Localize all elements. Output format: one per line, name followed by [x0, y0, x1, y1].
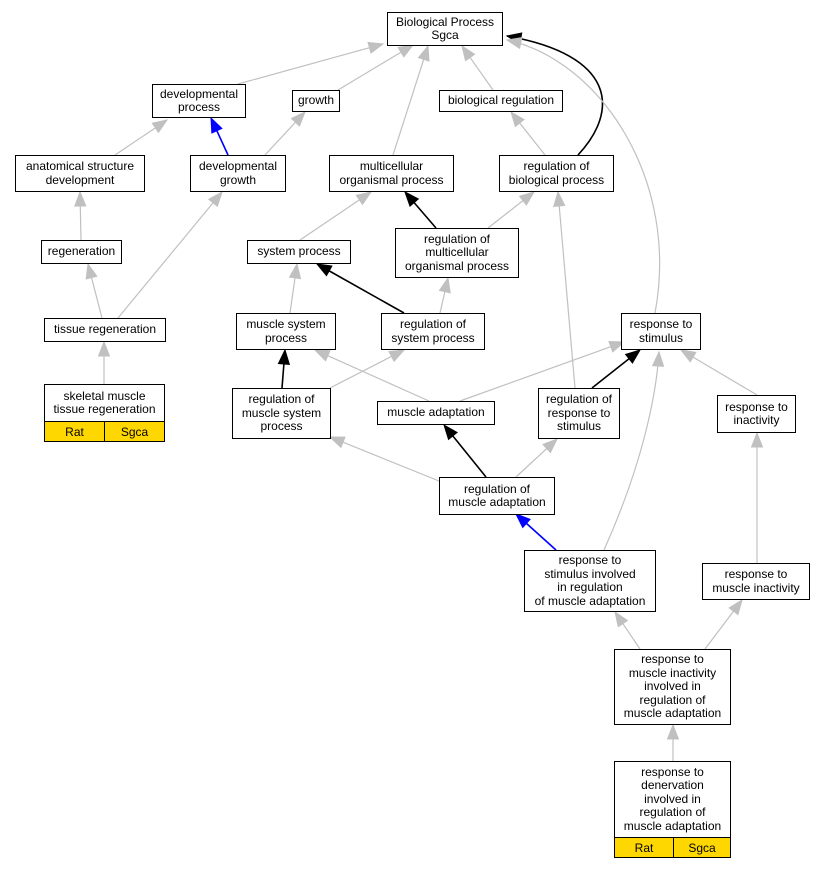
edge-arrowhead — [277, 348, 291, 365]
edge-line — [79, 205, 82, 241]
node-regulation-of-biological-process[interactable]: regulation of biological process — [499, 155, 614, 192]
edge-line — [281, 363, 285, 389]
node-developmental-process[interactable]: developmental process — [152, 84, 246, 118]
node-regulation-of-multicellular-organismal-process[interactable]: regulation of multicellular organismal p… — [395, 228, 519, 278]
edge-arrowhead — [443, 423, 458, 441]
edge-arrowhead — [750, 431, 764, 448]
node-regulation-of-muscle-system-process[interactable]: regulation of muscle system process — [232, 388, 331, 439]
edge-line — [519, 122, 546, 156]
edge-arrowhead — [355, 191, 373, 206]
node-response-to-muscle-inactivity[interactable]: response to muscle inactivity — [702, 563, 810, 600]
edge-arrowhead — [553, 190, 566, 207]
edge-arrowhead — [97, 340, 111, 357]
edge-line — [515, 448, 548, 478]
edge-line — [90, 277, 103, 319]
edge-line — [237, 47, 370, 85]
edge-arrowhead — [518, 191, 536, 206]
edge-arrowhead — [510, 110, 525, 128]
edge-arrowhead — [651, 350, 665, 367]
edge-arrowhead — [505, 36, 523, 50]
edge-line — [327, 355, 430, 402]
edge-arrowhead — [151, 119, 169, 134]
node-tissue-regeneration[interactable]: tissue regeneration — [44, 318, 166, 342]
tag-denervation-species: Rat — [614, 837, 674, 858]
edge-arrowhead — [624, 349, 642, 364]
node-muscle-adaptation[interactable]: muscle adaptation — [377, 401, 495, 425]
node-system-process[interactable]: system process — [247, 240, 351, 264]
edge-line — [692, 356, 758, 396]
edge-line — [337, 51, 402, 91]
node-growth[interactable]: growth — [292, 90, 340, 112]
edge-arrowhead — [315, 263, 333, 277]
node-regulation-of-system-process[interactable]: regulation of system process — [381, 313, 485, 350]
edge-arrowhead — [210, 116, 223, 134]
edge-line — [328, 270, 405, 314]
node-biological-regulation[interactable]: biological regulation — [439, 90, 563, 112]
node-response-to-stimulus[interactable]: response to stimulus — [621, 313, 701, 350]
edge-line — [469, 57, 494, 91]
tag-skeletal-species: Rat — [44, 421, 105, 442]
edge-arrowhead — [207, 190, 223, 208]
edge-arrowhead — [542, 438, 559, 454]
edge-arrowhead — [666, 723, 680, 740]
edge-arrowhead — [85, 262, 98, 280]
edge-line — [439, 291, 446, 314]
edge-arrowhead — [608, 341, 626, 353]
edge-line — [216, 130, 229, 156]
node-regulation-of-muscle-adaptation[interactable]: regulation of muscle adaptation — [439, 477, 555, 515]
node-skeletal-muscle-tissue-regeneration[interactable]: skeletal muscle tissue regeneration — [44, 384, 165, 422]
edge-line — [558, 205, 576, 389]
edge-arrowhead — [328, 436, 346, 449]
edge-arrowhead — [728, 598, 743, 616]
edge-arrowhead — [461, 44, 476, 62]
edge-arrowhead — [438, 276, 451, 294]
edge-line — [603, 351, 660, 551]
edge-arrowhead — [614, 610, 629, 628]
edge-line — [289, 277, 296, 314]
node-regeneration[interactable]: regeneration — [41, 240, 122, 264]
node-response-to-stimulus-involved-in-regulation[interactable]: response to stimulus involved in regulat… — [524, 550, 656, 612]
edge-line — [114, 127, 156, 156]
node-anatomical-structure-development[interactable]: anatomical structure development — [15, 155, 145, 192]
edge-arrowhead — [404, 190, 420, 208]
edge-line — [264, 121, 296, 156]
edge-arrowhead — [367, 41, 385, 54]
edge-line — [413, 202, 437, 229]
edge-arrowhead — [388, 349, 406, 363]
edge-arrowhead — [679, 349, 697, 363]
edge-arrowhead — [313, 349, 331, 362]
edge-line — [392, 59, 425, 156]
edge-line — [704, 610, 735, 650]
tag-denervation-gene: Sgca — [673, 837, 731, 858]
node-muscle-system-process[interactable]: muscle system process — [236, 313, 336, 350]
edge-arrowhead — [288, 262, 302, 280]
edge-line — [452, 435, 487, 478]
node-response-to-denervation[interactable]: response to denervation involved in regu… — [614, 761, 731, 838]
edge-arrowhead — [290, 110, 306, 127]
edge-line — [506, 35, 604, 156]
node-regulation-of-response-to-stimulus[interactable]: regulation of response to stimulus — [538, 388, 620, 439]
edge-arrowhead — [417, 44, 430, 62]
edge-line — [591, 358, 630, 389]
edge-line — [342, 441, 440, 482]
edge-arrowhead — [74, 190, 87, 207]
edge-arrowhead — [397, 44, 415, 58]
edge-line — [299, 199, 360, 241]
edge-line — [622, 623, 641, 650]
node-response-to-muscle-inactivity-involved[interactable]: response to muscle inactivity involved i… — [614, 649, 731, 725]
edge-line — [525, 522, 557, 551]
edge-line — [506, 39, 661, 314]
node-multicellular-organismal-process[interactable]: multicellular organismal process — [329, 155, 454, 192]
node-response-to-inactivity[interactable]: response to inactivity — [717, 395, 796, 433]
node-biological-process[interactable]: Biological Process Sgca — [387, 12, 503, 46]
edge-line — [459, 346, 612, 402]
edge-arrowhead — [514, 513, 531, 529]
edge-line — [117, 202, 214, 319]
edge-line — [487, 200, 524, 229]
node-developmental-growth[interactable]: developmental growth — [190, 155, 286, 192]
edge-line — [329, 355, 392, 389]
tag-skeletal-gene: Sgca — [104, 421, 165, 442]
